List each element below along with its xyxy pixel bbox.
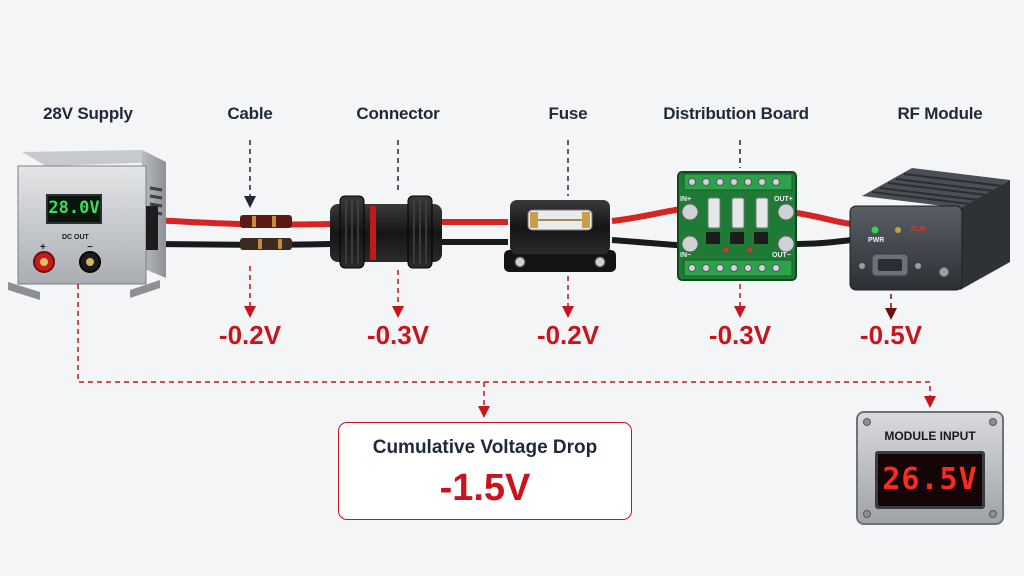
supply-panel-label: DC OUT (62, 234, 89, 241)
meter-screen: 26.5V (875, 451, 985, 509)
drop-distribution-board: -0.3V (709, 320, 771, 351)
rf-module (850, 168, 1010, 290)
meter-screw (989, 510, 997, 518)
cumulative-path (78, 284, 930, 412)
label-connector: Connector (356, 104, 439, 124)
module-input-meter: MODULE INPUT 26.5V (856, 411, 1004, 525)
inline-connector (330, 196, 442, 268)
drop-connector: -0.3V (367, 320, 429, 351)
cable-splice (240, 215, 292, 250)
board-in-plus-label: IN+ (680, 196, 691, 203)
supply-reading: 28.0V (48, 198, 100, 218)
label-pointers (250, 140, 740, 202)
cumulative-drop-value: -1.5V (339, 467, 631, 510)
meter-title: MODULE INPUT (858, 429, 1002, 443)
label-rf-module: RF Module (897, 104, 982, 124)
label-cable: Cable (227, 104, 272, 124)
label-distribution-board: Distribution Board (663, 104, 809, 124)
power-supply-unit (8, 150, 166, 300)
supply-minus-mark: − (87, 242, 93, 253)
supply-lcd-display: 28.0V (46, 194, 102, 224)
module-alm-label: ALM (910, 226, 925, 233)
fuse-holder (504, 200, 616, 272)
cumulative-drop-box: Cumulative Voltage Drop -1.5V (338, 422, 632, 520)
label-fuse: Fuse (549, 104, 588, 124)
board-out-plus-label: OUT+ (774, 196, 793, 203)
board-in-minus-label: IN− (680, 252, 691, 259)
board-out-minus-label: OUT− (772, 252, 791, 259)
label-28v-supply: 28V Supply (43, 104, 133, 124)
meter-screw (989, 418, 997, 426)
meter-value: 26.5V (878, 462, 982, 497)
meter-screw (863, 510, 871, 518)
supply-plus-mark: + (40, 242, 46, 253)
drop-rf-module: -0.5V (860, 320, 922, 351)
drop-fuse: -0.2V (537, 320, 599, 351)
distribution-board (678, 172, 796, 280)
cumulative-drop-title: Cumulative Voltage Drop (339, 437, 631, 459)
module-pwr-label: PWR (868, 237, 884, 244)
drop-cable: -0.2V (219, 320, 281, 351)
meter-screw (863, 418, 871, 426)
